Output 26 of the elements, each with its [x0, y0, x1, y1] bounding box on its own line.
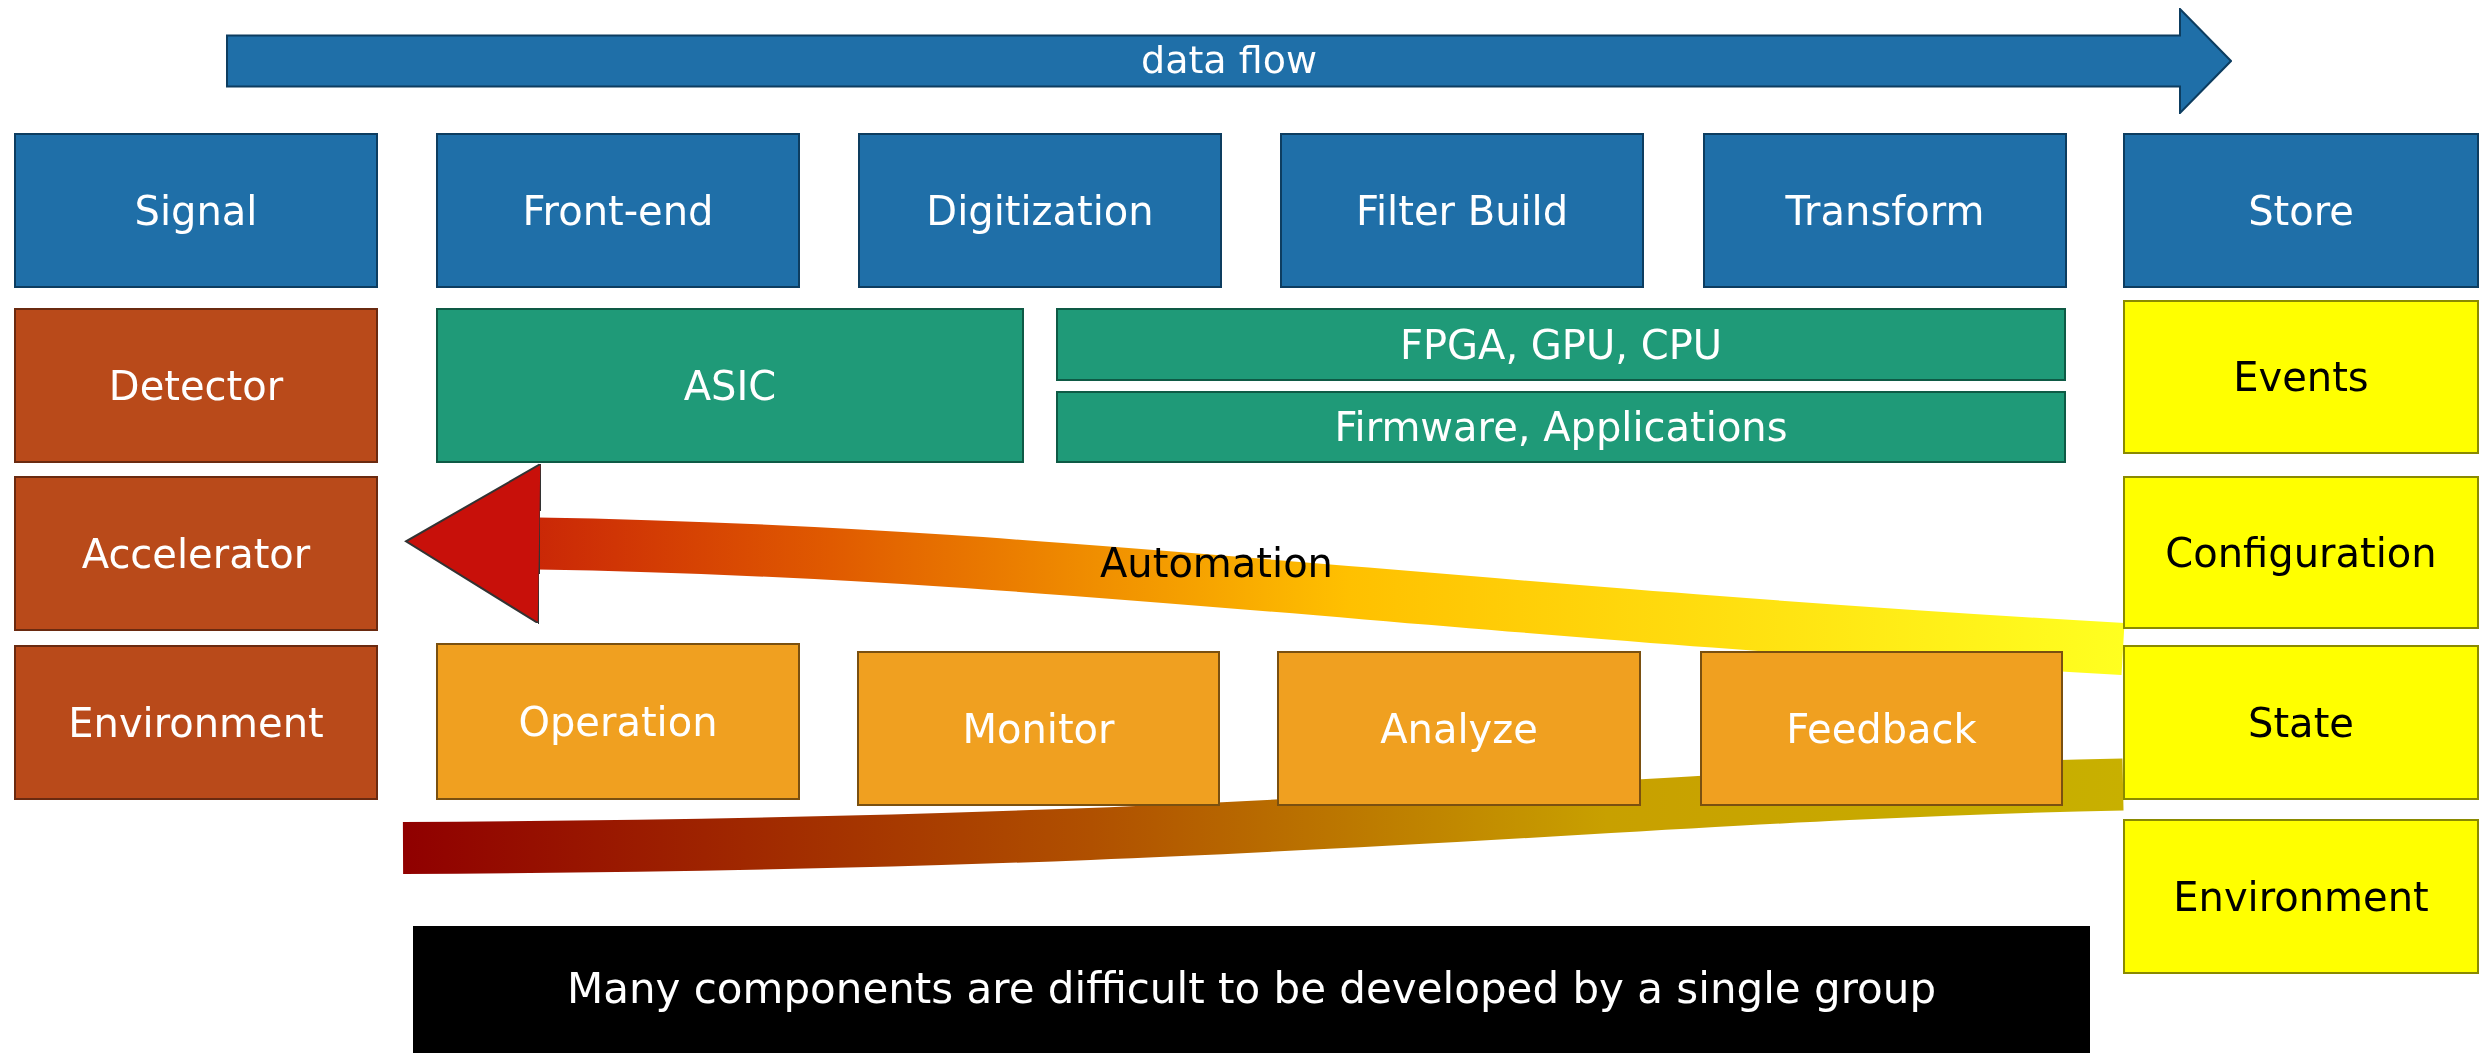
- process-box: Store: [2123, 133, 2479, 288]
- process-box: FPGA, GPU, CPU: [1056, 308, 2066, 381]
- arrow-shape: [226, 8, 2232, 114]
- curved-arrow: [405, 462, 2125, 675]
- curved-band: [402, 758, 2124, 874]
- process-box: Feedback: [1700, 651, 2063, 806]
- process-box: Firmware, Applications: [1056, 391, 2066, 463]
- process-box: ASIC: [436, 308, 1024, 463]
- process-box: Operation: [436, 643, 800, 800]
- process-box: Events: [2123, 300, 2479, 454]
- process-box: Detector: [14, 308, 378, 463]
- process-box: Digitization: [858, 133, 1222, 288]
- process-box: Accelerator: [14, 476, 378, 631]
- process-box: Front-end: [436, 133, 800, 288]
- process-box: Environment: [2123, 819, 2479, 974]
- process-box: Transform: [1703, 133, 2067, 288]
- arrow-label: data flow: [1141, 38, 1317, 84]
- edge-label: Automation: [1100, 540, 1333, 586]
- note-banner: Many components are difficult to be developed by a single group: [413, 926, 2090, 1053]
- process-box: Environment: [14, 645, 378, 800]
- process-box: Monitor: [857, 651, 1220, 806]
- process-box: State: [2123, 645, 2479, 800]
- process-box: Analyze: [1277, 651, 1641, 806]
- process-box: Filter Build: [1280, 133, 1644, 288]
- process-box: Signal: [14, 133, 378, 288]
- process-box: Configuration: [2123, 476, 2479, 629]
